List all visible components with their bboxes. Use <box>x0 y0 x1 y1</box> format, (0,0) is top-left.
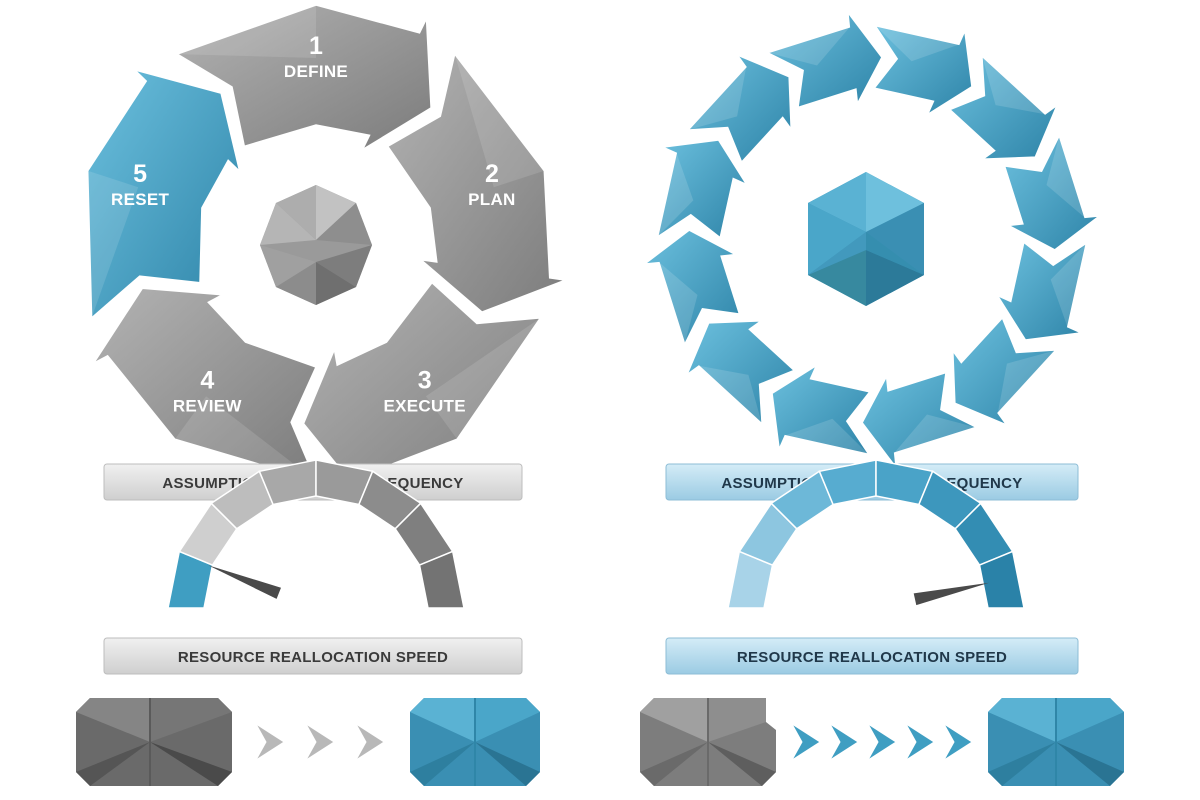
left-transfer-row <box>76 698 540 786</box>
cycle-step-label: PLAN <box>468 190 515 209</box>
cycle-step-arrow <box>386 52 569 313</box>
left-center-gem-icon <box>260 185 372 305</box>
right-cycle <box>643 11 1101 469</box>
gauge-segment <box>418 550 465 609</box>
ring-segment-facet <box>1046 136 1085 218</box>
ring-segment-facet <box>768 27 850 66</box>
ring-segment-arrow <box>771 364 871 455</box>
ring-segment-facet <box>698 365 762 424</box>
cycle-step-label: RESET <box>111 190 169 209</box>
cycle-step-facet <box>87 170 139 318</box>
ring-segment-facet <box>785 418 869 454</box>
right-center-gem-icon <box>808 172 924 306</box>
right-source-block-icon <box>640 698 776 786</box>
cycle-step-facet <box>174 396 316 481</box>
ring-segment-arrow <box>686 320 795 425</box>
cycle-step-arrow <box>175 4 432 152</box>
ring-segment-arrow <box>687 54 792 163</box>
left-target-block-icon <box>410 698 540 786</box>
ring-segment-facet <box>1050 243 1086 327</box>
left-source-block-icon <box>76 698 232 786</box>
transfer-chevron-icon <box>867 723 897 761</box>
ring-segment-arrow <box>949 55 1058 160</box>
cycle-step-facet <box>454 54 545 188</box>
left-cycle-arrows <box>86 4 569 494</box>
cycle-step-arrow <box>92 287 318 483</box>
right-speed-label: RESOURCE REALLOCATION SPEED <box>737 649 1007 666</box>
cycle-step-number: 5 <box>133 160 147 188</box>
gauge-needle <box>913 582 990 606</box>
ring-segment-facet <box>688 66 747 130</box>
cycle-step-facet <box>425 317 541 440</box>
cycle-step-number: 3 <box>418 367 432 395</box>
left-speed-label: RESOURCE REALLOCATION SPEED <box>178 649 448 666</box>
ring-segment-arrow <box>643 229 740 346</box>
right-transfer-row <box>640 698 1124 786</box>
ring-segment-facet <box>997 350 1056 414</box>
cycle-step-arrow <box>86 68 242 320</box>
cycle-step-number: 4 <box>200 367 214 395</box>
cycle-step-label: EXECUTE <box>383 397 465 416</box>
ring-segment-facet <box>875 26 959 62</box>
left-transfer-chevrons <box>255 723 385 761</box>
transfer-chevron-icon <box>943 723 973 761</box>
left-gauge <box>167 459 465 609</box>
gauge-segment <box>978 550 1025 609</box>
transfer-chevron-icon <box>355 723 385 761</box>
right-cycle-arrows <box>643 11 1101 469</box>
transfer-chevron-icon <box>829 723 859 761</box>
transfer-chevron-icon <box>791 723 821 761</box>
ring-segment-facet <box>982 56 1046 115</box>
left-speed-bar: RESOURCE REALLOCATION SPEED <box>103 637 523 675</box>
cycle-step-number: 1 <box>309 32 323 60</box>
ring-segment-arrow <box>952 317 1057 426</box>
ring-segment-arrow <box>996 241 1087 341</box>
cycle-step-facet <box>177 5 316 58</box>
cycle-step-label: DEFINE <box>284 62 348 81</box>
ring-segment-arrow <box>861 372 978 469</box>
right-target-block-icon <box>988 698 1124 786</box>
right-speed-bar: RESOURCE REALLOCATION SPEED <box>665 637 1079 675</box>
transfer-chevron-icon <box>905 723 935 761</box>
ring-segment-facet <box>658 153 694 237</box>
ring-segment-arrow <box>657 139 748 239</box>
cycle-step-number: 2 <box>485 160 499 188</box>
right-gauge <box>727 459 1025 609</box>
ring-segment-arrow <box>1004 134 1101 251</box>
right-transfer-chevrons <box>791 723 973 761</box>
ring-segment-facet <box>894 414 976 453</box>
ring-segment-facet <box>659 262 698 344</box>
gauge-needle <box>208 565 281 599</box>
ring-segment-arrow <box>873 25 973 116</box>
cycle-step-label: REVIEW <box>173 397 243 416</box>
transfer-chevron-icon <box>305 723 335 761</box>
transfer-chevron-icon <box>255 723 285 761</box>
ring-segment-arrow <box>766 11 883 108</box>
